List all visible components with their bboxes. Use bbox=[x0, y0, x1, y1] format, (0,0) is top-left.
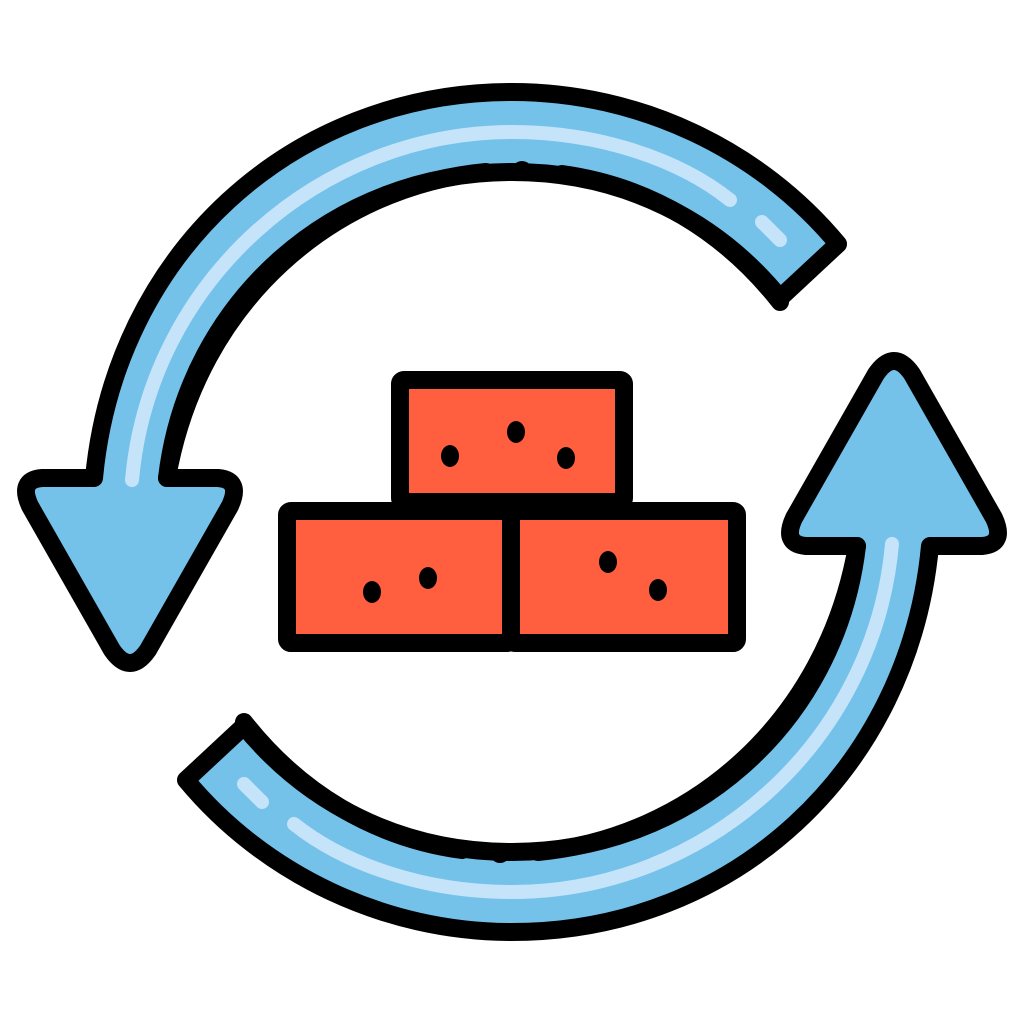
bottom-right-arrow-icon bbox=[177, 352, 1007, 941]
bottom-left-brick-hole bbox=[419, 567, 437, 589]
bottom-right-arrow-highlight-dash bbox=[237, 777, 269, 809]
top-left-arrow-inner-line bbox=[158, 163, 495, 487]
bottom-left-brick-hole bbox=[363, 581, 381, 603]
bottom-right-arrow-highlight bbox=[287, 537, 899, 900]
bottom-right-brick-hole bbox=[649, 579, 667, 601]
top-brick-hole bbox=[507, 421, 525, 443]
brick-stack-icon bbox=[278, 371, 746, 652]
top-brick-hole bbox=[557, 447, 575, 469]
top-left-arrow-highlight bbox=[125, 124, 737, 487]
top-left-arrow-icon bbox=[17, 83, 847, 672]
bottom-right-brick-hole bbox=[599, 551, 617, 573]
top-left-arrow-body bbox=[17, 83, 847, 672]
bottom-left-brick bbox=[278, 502, 520, 652]
top-left-arrow-inner-line-right bbox=[553, 165, 789, 311]
top-brick-hole bbox=[441, 445, 459, 467]
top-arc-dot bbox=[512, 161, 532, 181]
bottom-arc-dot bbox=[490, 843, 510, 863]
bottom-right-arrow-inner-line bbox=[529, 537, 866, 861]
bottom-right-arrow-inner-line-left bbox=[235, 713, 471, 859]
bottom-right-brick bbox=[502, 502, 746, 652]
top-left-arrow-highlight-dash bbox=[755, 215, 787, 247]
bottom-right-arrow-body bbox=[177, 352, 1007, 941]
